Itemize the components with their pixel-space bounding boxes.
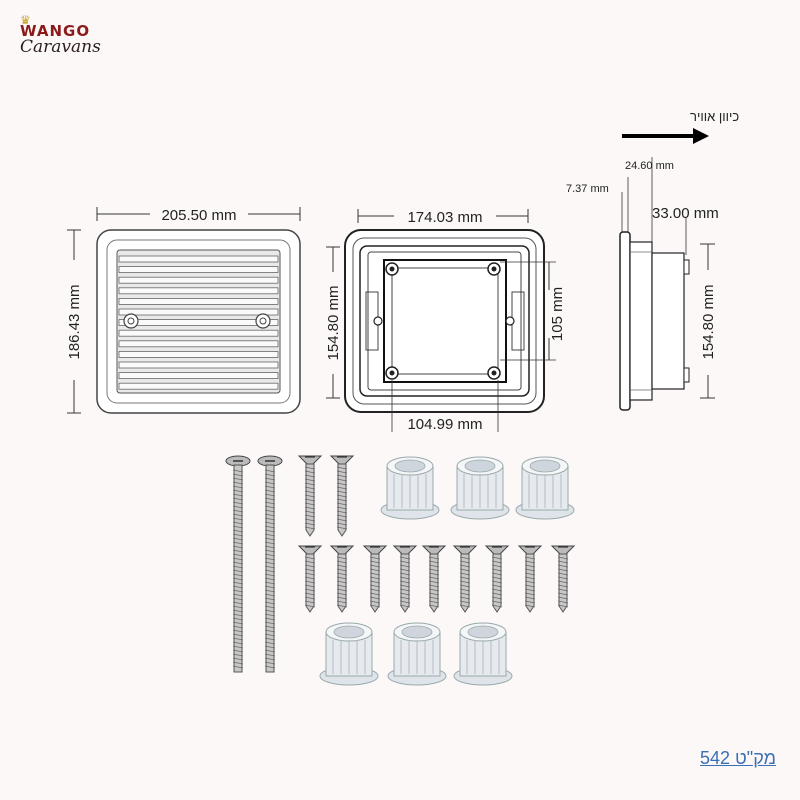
louvre-slat bbox=[118, 287, 279, 295]
louvre-slat bbox=[118, 350, 279, 358]
screw-icon bbox=[484, 545, 510, 613]
brand-name-top: WANGO bbox=[20, 22, 91, 40]
back-screw-tr-icon bbox=[487, 262, 501, 276]
back-height-label: 154.80 mm bbox=[325, 285, 342, 360]
side-view: 7.37 mm 24.60 mm 33.00 mm 154.80 mm bbox=[566, 157, 719, 411]
side-flange-label: 7.37 mm bbox=[566, 183, 609, 195]
back-inner-height-label: 105 mm bbox=[549, 287, 566, 341]
screw-icon bbox=[329, 455, 355, 537]
brand-logo: ♛ WANGO Caravans bbox=[20, 13, 101, 57]
back-inner-width-label: 104.99 mm bbox=[407, 416, 482, 433]
screw-icon bbox=[329, 545, 355, 613]
wall-plug-icon bbox=[380, 456, 440, 520]
airflow-arrow-icon bbox=[622, 128, 709, 144]
screw-icon bbox=[550, 545, 576, 613]
screw-icon bbox=[392, 545, 418, 613]
screw-icon bbox=[421, 545, 447, 613]
screw-icon bbox=[297, 545, 323, 613]
back-screw-bl-icon bbox=[385, 366, 399, 380]
louvre-slat bbox=[118, 276, 279, 284]
sku-link[interactable]: מק"ט 542 bbox=[700, 748, 776, 768]
louvre-slat bbox=[118, 382, 279, 390]
airflow-label: כיוון אוויר bbox=[690, 109, 739, 124]
long-bolt-icon bbox=[257, 455, 283, 673]
louvre-slat bbox=[118, 329, 279, 337]
front-view: 205.50 mm 186.43 mm bbox=[66, 207, 301, 414]
louvre-slat bbox=[118, 319, 279, 327]
side-depth-label: 33.00 mm bbox=[652, 205, 719, 222]
back-screw-br-icon bbox=[487, 366, 501, 380]
louvre-slat bbox=[118, 361, 279, 369]
wall-plug-icon bbox=[453, 622, 513, 686]
screw-icon bbox=[452, 545, 478, 613]
screw-icon bbox=[297, 455, 323, 537]
front-height-label: 186.43 mm bbox=[66, 284, 83, 359]
long-bolt-icon bbox=[225, 455, 251, 673]
louvre-slat bbox=[118, 297, 279, 305]
louvre-slat bbox=[118, 255, 279, 263]
louvre-slat bbox=[118, 266, 279, 274]
crown-icon: ♛ bbox=[20, 13, 31, 27]
back-screw-tl-icon bbox=[385, 262, 399, 276]
louvre-slat bbox=[118, 308, 279, 316]
side-height-label: 154.80 mm bbox=[700, 284, 717, 359]
back-width-label: 174.03 mm bbox=[407, 209, 482, 226]
wall-plug-icon bbox=[319, 622, 379, 686]
front-screw-left-icon bbox=[123, 313, 139, 329]
hardware-set bbox=[225, 455, 576, 686]
back-view: 174.03 mm 154.80 mm 105 mm 104.99 bbox=[325, 209, 566, 433]
wall-plug-icon bbox=[387, 622, 447, 686]
screw-icon bbox=[362, 545, 388, 613]
side-offset-label: 24.60 mm bbox=[625, 160, 674, 172]
brand-name-bottom: Caravans bbox=[20, 37, 101, 57]
louvre-slat bbox=[118, 340, 279, 348]
wall-plug-icon bbox=[450, 456, 510, 520]
louvre-slat bbox=[118, 372, 279, 380]
front-width-label: 205.50 mm bbox=[161, 207, 236, 224]
wall-plug-icon bbox=[515, 456, 575, 520]
front-screw-right-icon bbox=[255, 313, 271, 329]
screw-icon bbox=[517, 545, 543, 613]
